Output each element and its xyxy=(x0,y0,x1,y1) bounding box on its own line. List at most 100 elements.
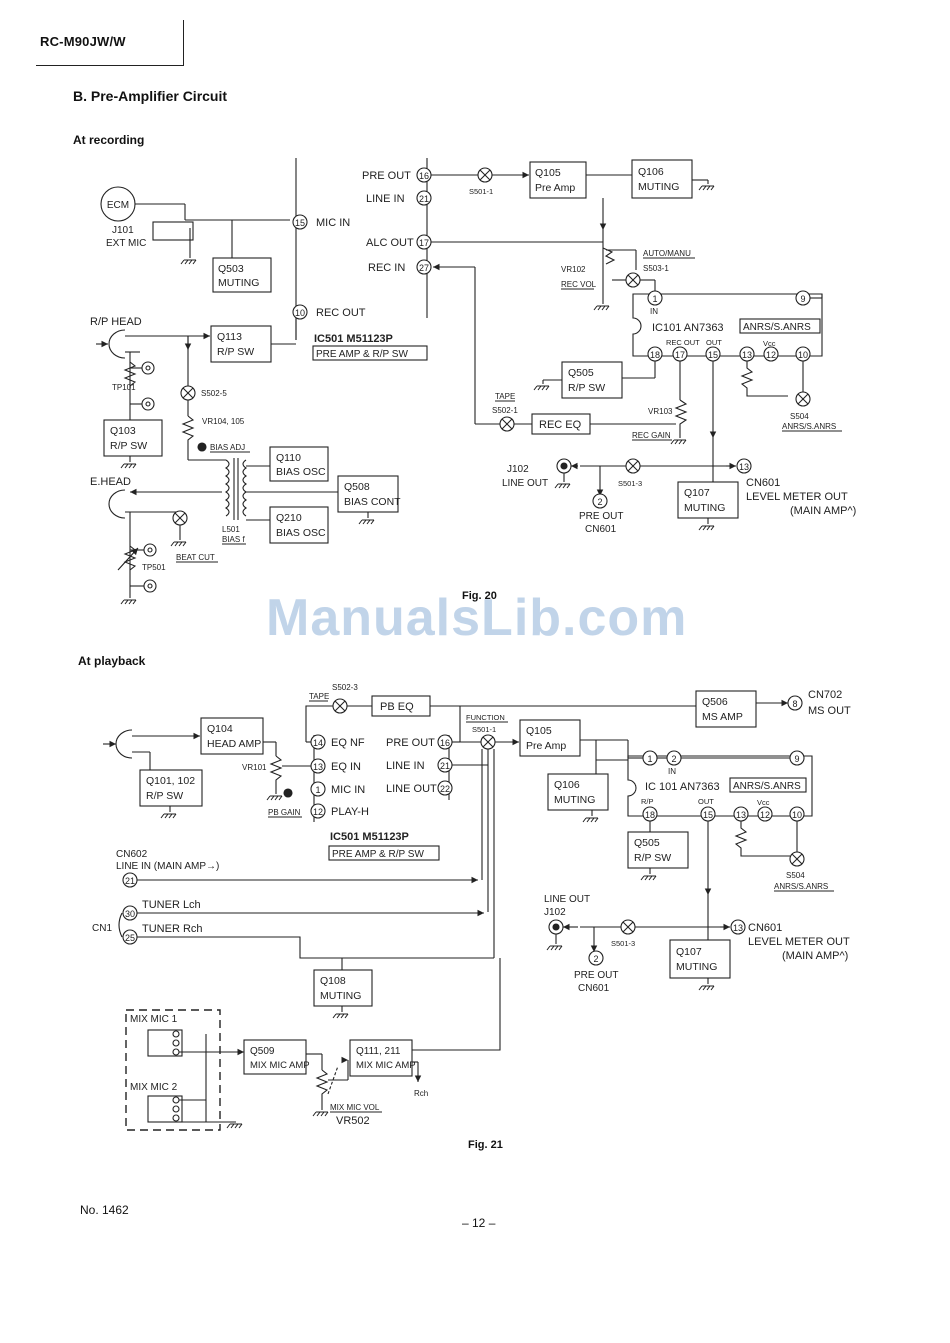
ecm-label: ECM xyxy=(107,200,129,211)
svg-text:Q101, 102: Q101, 102 xyxy=(146,775,195,787)
pb-s502-3-label: S502-3 xyxy=(332,683,358,692)
j101-label: J101 xyxy=(112,225,134,236)
pb-mix-mic-vol-label: MIX MIC VOL xyxy=(330,1103,380,1112)
rec-s503-1-label: S503-1 xyxy=(643,264,669,273)
rec-rec-gain-label: REC GAIN xyxy=(632,431,671,440)
svg-text:13: 13 xyxy=(739,462,749,472)
rec-pin-16: 16 xyxy=(416,167,432,183)
svg-text:IN: IN xyxy=(668,767,676,776)
svg-text:13: 13 xyxy=(733,923,743,933)
rec-q107-block: Q107 MUTING xyxy=(677,481,739,519)
svg-text:1: 1 xyxy=(315,785,320,795)
rec-bias-f-label: BIAS f xyxy=(222,535,245,544)
svg-text:Vcc: Vcc xyxy=(763,339,776,348)
pb-q108-block: Q108 MUTING xyxy=(313,969,373,1007)
section-title: B. Pre-Amplifier Circuit xyxy=(73,88,228,104)
svg-text:MUTING: MUTING xyxy=(554,794,595,806)
rec-pin-15: 15 xyxy=(292,214,308,230)
header-divider-horizontal xyxy=(36,65,184,66)
svg-text:Q110: Q110 xyxy=(276,452,301,464)
fig-21-caption: Fig. 21 xyxy=(468,1139,503,1151)
rec-auto-manu-label: AUTO/MANU xyxy=(643,249,691,258)
rec-j102-label: J102 xyxy=(507,464,529,475)
svg-text:Q106: Q106 xyxy=(554,779,580,791)
svg-text:Q106: Q106 xyxy=(638,166,664,178)
ext-mic-label: EXT MIC xyxy=(106,238,146,249)
rec-anrs-s-label: ANRS/S.ANRS xyxy=(782,422,836,431)
pb-eq-nf-label: EQ NF xyxy=(331,737,365,749)
rec-ic501-sub: PRE AMP & R/P SW xyxy=(316,349,408,360)
svg-text:IC101 AN7363: IC101 AN7363 xyxy=(652,322,724,334)
svg-text:R/P SW: R/P SW xyxy=(634,852,671,864)
pb-q107-block: Q107 MUTING xyxy=(669,939,731,979)
pb-ic501-label: IC501 M51123P xyxy=(330,831,409,843)
page-number: – 12 – xyxy=(462,1216,496,1230)
rec-s502-5-label: S502-5 xyxy=(201,389,227,398)
pb-pb-eq-block: PB EQ xyxy=(371,695,431,717)
svg-text:Q104: Q104 xyxy=(207,723,233,735)
svg-text:Q505: Q505 xyxy=(568,367,594,379)
rec-s501-3-label: S501-3 xyxy=(618,479,642,488)
rec-q210-block: Q210 BIAS OSC xyxy=(269,506,329,544)
pb-pin-1: 1 xyxy=(310,781,326,797)
svg-text:Q210: Q210 xyxy=(276,512,302,524)
pb-pin-16: 16 xyxy=(437,734,453,750)
playback-subtitle: At playback xyxy=(78,654,146,668)
rp-head-icon xyxy=(108,329,126,359)
pb-pin-13: 13 xyxy=(310,758,326,774)
rec-vr102-label: VR102 xyxy=(561,265,586,274)
pb-cn601-label: CN601 xyxy=(578,983,610,994)
svg-text:IC 101 AN7363: IC 101 AN7363 xyxy=(645,781,720,793)
pb-vr101-label: VR101 xyxy=(242,763,267,772)
svg-text:REC EQ: REC EQ xyxy=(539,419,582,431)
svg-text:14: 14 xyxy=(313,738,323,748)
pb-pin-13c: 13 xyxy=(730,919,746,935)
svg-text:BIAS CONT: BIAS CONT xyxy=(344,496,401,508)
svg-text:9: 9 xyxy=(800,294,805,304)
svg-text:25: 25 xyxy=(125,933,135,943)
svg-text:BIAS OSC: BIAS OSC xyxy=(276,527,326,539)
svg-text:18: 18 xyxy=(645,810,655,820)
pb-mix-mic2-label: MIX MIC 2 xyxy=(130,1082,178,1093)
svg-text:21: 21 xyxy=(419,194,429,204)
rec-q103-block: Q103 R/P SW xyxy=(103,419,163,457)
rec-cn601-label: CN601 xyxy=(585,524,617,535)
rec-q105-block: Q105 Pre Amp xyxy=(529,161,587,199)
rec-s502-1-label: S502-1 xyxy=(492,406,518,415)
pb-head-icon xyxy=(115,729,133,759)
pb-ic501-sub: PRE AMP & R/P SW xyxy=(332,849,424,860)
fig20-recording-diagram: 16 21 17 27 PRE OUT LINE IN ALC OUT REC … xyxy=(90,158,856,605)
svg-text:21: 21 xyxy=(125,876,135,886)
svg-text:Q107: Q107 xyxy=(684,487,710,499)
svg-text:ANRS/S.ANRS: ANRS/S.ANRS xyxy=(733,781,801,792)
pb-pin-21: 21 xyxy=(437,757,453,773)
rec-pre-out2-label: PRE OUT xyxy=(579,511,623,522)
rec-rec-eq-block: REC EQ xyxy=(531,413,591,435)
svg-text:8: 8 xyxy=(792,699,797,709)
pb-mix-mic1-label: MIX MIC 1 xyxy=(130,1014,178,1025)
svg-text:Q113: Q113 xyxy=(217,331,242,343)
pb-pin-2: 2 xyxy=(588,950,604,966)
rec-pin-10: 10 xyxy=(292,304,308,320)
svg-text:IN: IN xyxy=(650,307,658,316)
rec-line-in-label: LINE IN xyxy=(366,193,405,205)
pb-ms-out-label: MS OUT xyxy=(808,705,851,717)
svg-text:OUT: OUT xyxy=(698,797,714,806)
svg-text:2: 2 xyxy=(671,754,676,764)
svg-text:Q107: Q107 xyxy=(676,946,702,958)
rec-tp501-label: TP501 xyxy=(142,563,166,572)
svg-text:HEAD AMP: HEAD AMP xyxy=(207,738,261,750)
svg-text:12: 12 xyxy=(766,350,776,360)
rec-vr103-label: VR103 xyxy=(648,407,673,416)
svg-text:10: 10 xyxy=(792,810,802,820)
recording-subtitle: At recording xyxy=(73,133,145,147)
pb-s501-1-label: S501-1 xyxy=(472,725,496,734)
svg-text:15: 15 xyxy=(708,350,718,360)
svg-text:27: 27 xyxy=(419,263,429,273)
svg-text:13: 13 xyxy=(313,762,323,772)
pb-line-in-label: LINE IN xyxy=(386,760,425,772)
pb-q509-block: Q509 MIX MIC AMP xyxy=(243,1039,310,1075)
svg-text:12: 12 xyxy=(760,810,770,820)
pb-line-out-label: LINE OUT xyxy=(386,783,437,795)
svg-text:MUTING: MUTING xyxy=(320,990,361,1002)
